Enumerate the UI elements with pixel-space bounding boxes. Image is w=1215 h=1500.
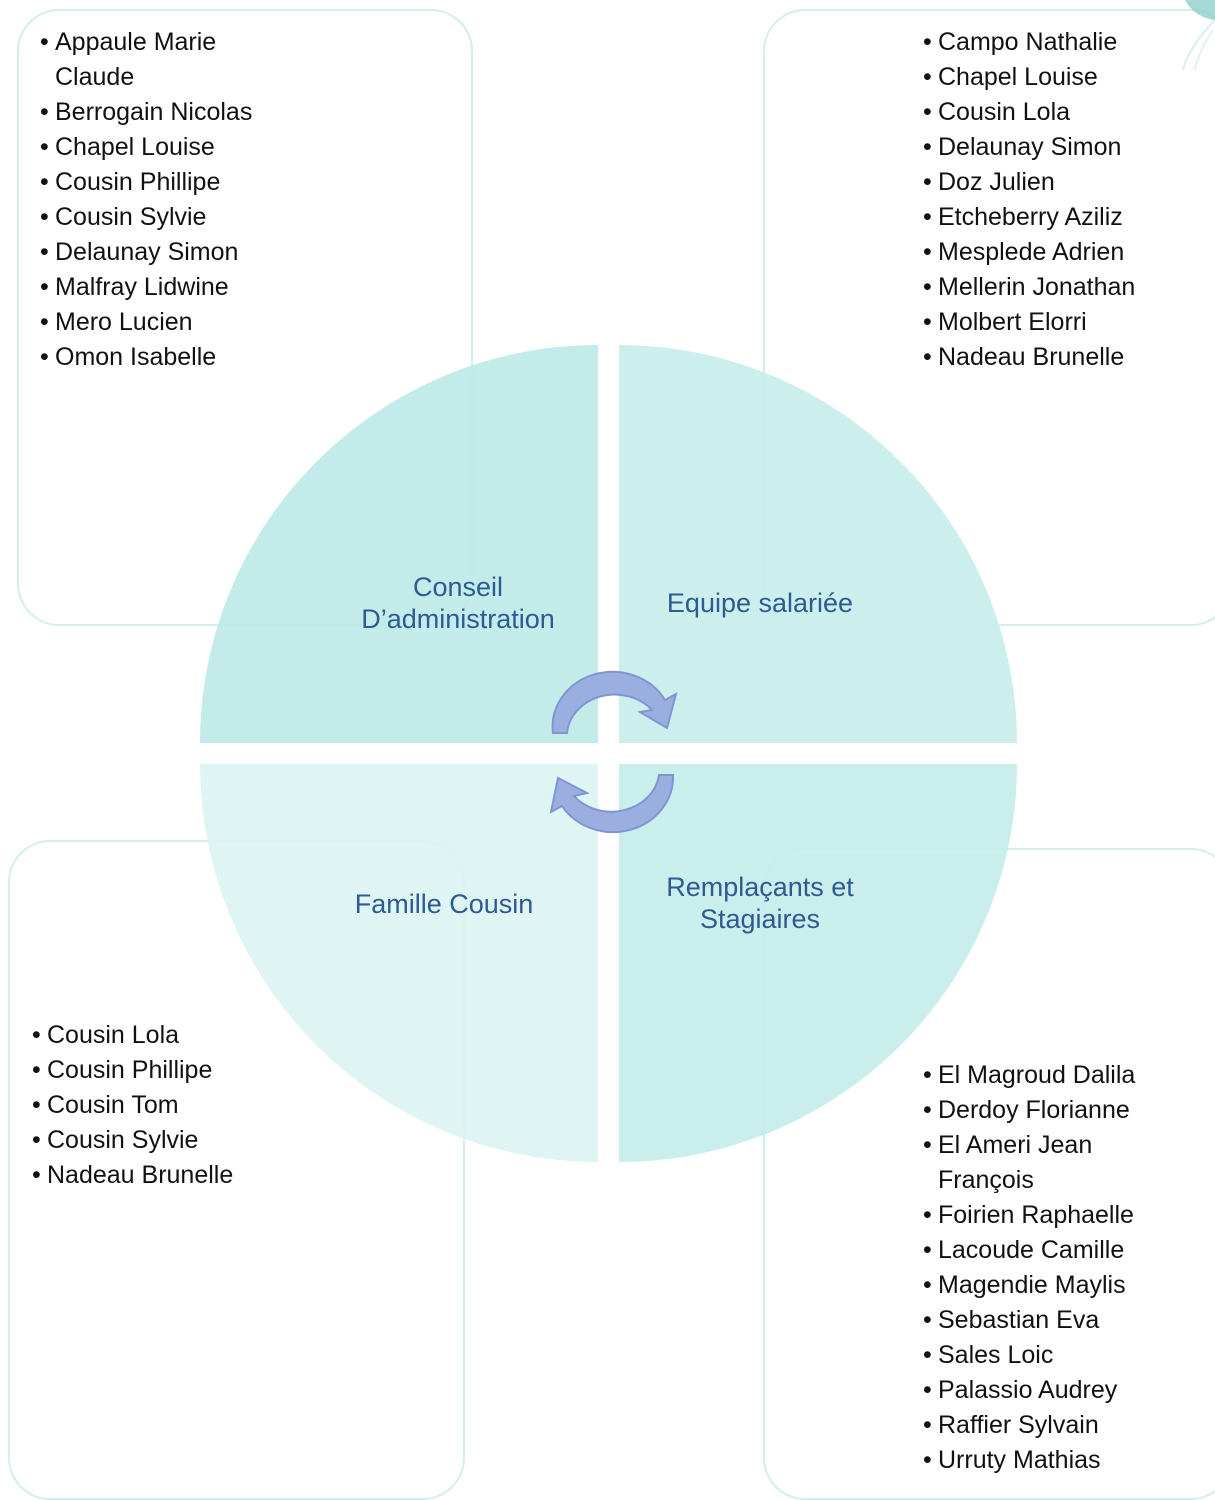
list-item: •Delaunay Simon (40, 238, 239, 266)
list-item: •Molbert Elorri (923, 308, 1087, 336)
list-famille-cousin: •Cousin Lola •Cousin Phillipe •Cousin To… (32, 1018, 332, 1193)
list-remplacants-stagiaires: •El Magroud Dalila •Derdoy Florianne •El… (923, 1058, 1213, 1478)
list-item: •Raffier Sylvain (923, 1411, 1099, 1439)
list-item: •Chapel Louise (923, 63, 1098, 91)
list-item: •Palassio Audrey (923, 1376, 1118, 1404)
arrow-top-icon (551, 670, 678, 734)
list-conseil-administration: •Appaule Marie Claude •Berrogain Nicolas… (40, 25, 270, 375)
list-item: •Mesplede Adrien (923, 238, 1125, 266)
leaf-decoration-icon (1182, 0, 1215, 70)
list-item: •Appaule Marie Claude (40, 28, 217, 91)
list-item: •Cousin Sylvie (40, 203, 207, 231)
list-item: •Urruty Mathias (923, 1446, 1101, 1474)
label-famille-cousin: Famille Cousin (354, 889, 534, 919)
list-item: •Magendie Maylis (923, 1271, 1126, 1299)
list-item: •Etcheberry Aziliz (923, 203, 1123, 231)
label-equipe-salariee: Equipe salariée (666, 588, 854, 618)
list-item: •Cousin Lola (32, 1021, 180, 1049)
list-item: •Lacoude Camille (923, 1236, 1125, 1264)
list-item: •Omon Isabelle (40, 343, 217, 371)
segment-equipe-salariee (619, 345, 1017, 743)
list-item: •Nadeau Brunelle (923, 343, 1125, 371)
list-item: •Berrogain Nicolas (40, 98, 253, 126)
segment-conseil-administration (200, 345, 598, 743)
list-item: •Sales Loic (923, 1341, 1054, 1369)
list-item: •Cousin Sylvie (32, 1126, 199, 1154)
label-remplacants-stagiaires: Remplaçants et Stagiaires (666, 872, 854, 934)
list-item: •Sebastian Eva (923, 1306, 1100, 1334)
list-item: •El Magroud Dalila (923, 1061, 1136, 1089)
list-item: •Nadeau Brunelle (32, 1161, 234, 1189)
arrow-bottom-icon (549, 774, 675, 834)
list-item: •Derdoy Florianne (923, 1096, 1130, 1124)
list-item: •Doz Julien (923, 168, 1055, 196)
label-conseil-administration: Conseil D’administration (361, 572, 555, 634)
list-item: •El Ameri Jean François (923, 1131, 1093, 1194)
list-item: •Malfray Lidwine (40, 273, 229, 301)
list-item: •Mero Lucien (40, 308, 193, 336)
list-item: •Delaunay Simon (923, 133, 1122, 161)
list-item: •Cousin Lola (923, 98, 1071, 126)
list-item: •Chapel Louise (40, 133, 215, 161)
list-item: •Foirien Raphaelle (923, 1201, 1134, 1229)
segment-famille-cousin (200, 764, 598, 1162)
list-equipe-salariee: •Campo Nathalie •Chapel Louise •Cousin L… (923, 25, 1213, 375)
list-item: •Cousin Phillipe (40, 168, 221, 196)
list-item: •Mellerin Jonathan (923, 273, 1136, 301)
list-item: •Cousin Phillipe (32, 1056, 213, 1084)
list-item: •Campo Nathalie (923, 28, 1118, 56)
circular-arrows-icon (549, 670, 678, 834)
list-item: •Cousin Tom (32, 1091, 179, 1119)
segment-remplacants-stagiaires (619, 764, 1017, 1162)
